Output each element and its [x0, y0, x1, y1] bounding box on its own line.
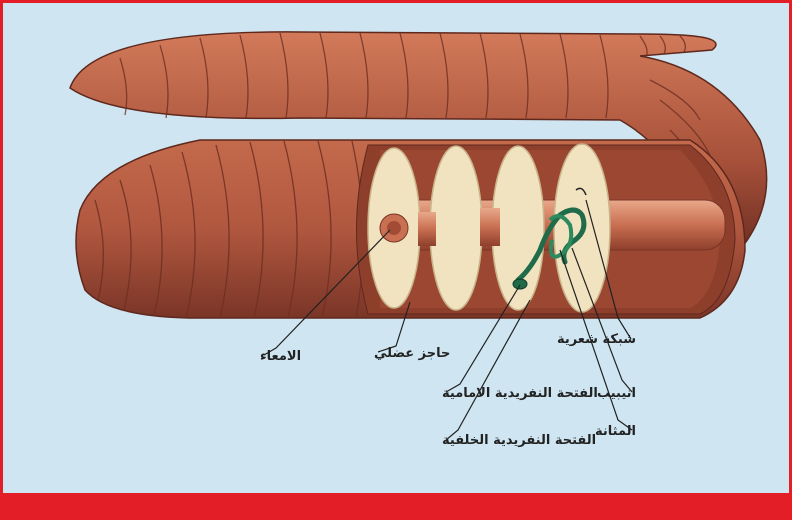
- label-rear-nephridiopore: الفتحة النفريدية الخلفية: [442, 433, 596, 448]
- label-tubule: انيبيب: [597, 386, 636, 401]
- label-intestine: الامعاء: [260, 349, 301, 364]
- label-septum: حاجز عضلي: [374, 346, 450, 361]
- label-capillaries: شبكة شعرية: [557, 332, 636, 347]
- label-bladder: المثانة: [595, 424, 636, 439]
- label-front-nephridiopore: الفتحة النفريدية الامامية: [442, 386, 598, 401]
